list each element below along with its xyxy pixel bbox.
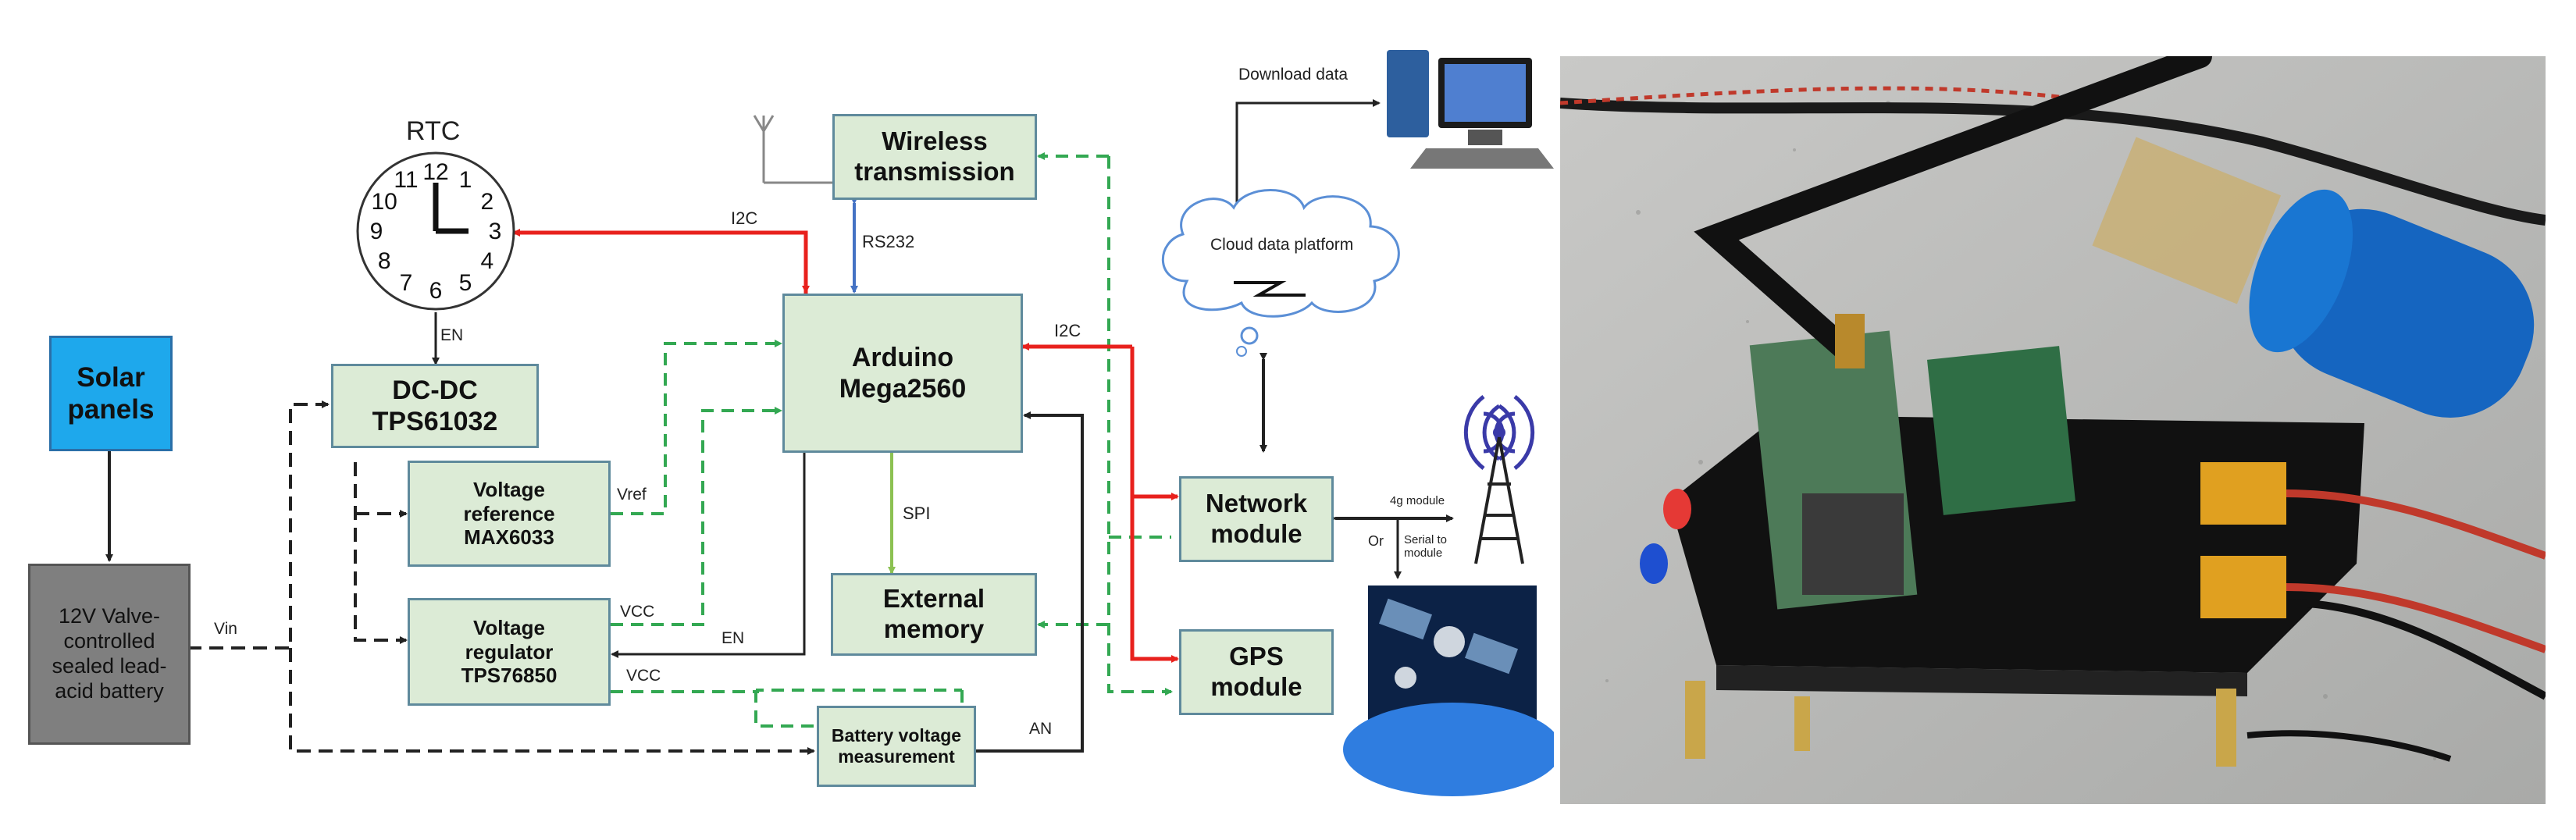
clock-number: 9 xyxy=(370,219,383,244)
clock-number: 3 xyxy=(489,219,502,244)
4g-module-label: 4g module xyxy=(1390,494,1445,507)
cloud-icon xyxy=(1161,189,1400,357)
computer-icon xyxy=(1387,50,1554,169)
clock-number: 11 xyxy=(394,167,418,193)
clock-number: 12 xyxy=(422,159,448,185)
vref-label: Vref xyxy=(617,486,647,504)
clock-number: 8 xyxy=(378,248,391,274)
clock-number: 2 xyxy=(480,189,493,215)
voltage-reference-block: Voltage reference MAX6033 xyxy=(408,461,611,567)
rtc-clock-icon xyxy=(356,151,515,311)
i2c-network-label: I2C xyxy=(1054,321,1081,340)
download-label: Download data xyxy=(1238,66,1349,84)
vcc1-label: VCC xyxy=(620,603,655,621)
an-label: AN xyxy=(1029,720,1053,738)
vin-label: Vin xyxy=(214,620,237,638)
battery-measurement-block: Battery voltage measurement xyxy=(817,706,976,787)
clock-number: 10 xyxy=(372,189,397,215)
green-power-lines xyxy=(611,152,1173,728)
i2c-rtc-label: I2C xyxy=(731,208,758,228)
satellite-icon xyxy=(1343,586,1554,796)
rtc-label: RTC xyxy=(406,116,461,146)
clock-number: 6 xyxy=(429,278,443,304)
en-regulator-label: EN xyxy=(721,629,745,647)
rs232-label: RS232 xyxy=(862,232,915,251)
download-arrow xyxy=(1235,99,1381,205)
cell-tower-icon xyxy=(1463,395,1535,564)
en-rtc-label: EN xyxy=(440,326,464,344)
serial-label: Serial to module xyxy=(1404,533,1448,560)
arduino-block: Arduino Mega2560 xyxy=(782,294,1023,453)
external-memory-block: External memory xyxy=(831,573,1037,656)
i2c-lines xyxy=(512,229,1179,663)
battery-block: 12V Valve- controlled sealed lead- acid … xyxy=(28,564,191,745)
clock-number: 7 xyxy=(400,270,413,296)
network-module-block: Network module xyxy=(1179,476,1334,562)
pcb-photo xyxy=(1560,56,2546,804)
wireless-block: Wireless transmission xyxy=(832,114,1037,200)
clock-number: 1 xyxy=(459,167,472,193)
dcdc-block: DC-DC TPS61032 xyxy=(331,364,539,448)
gps-module-block: GPS module xyxy=(1179,629,1334,715)
or-label: Or xyxy=(1368,533,1384,549)
vcc2-label: VCC xyxy=(626,667,661,685)
voltage-regulator-block: Voltage regulator TPS76850 xyxy=(408,598,611,706)
antenna-icon xyxy=(753,115,836,184)
an-line xyxy=(976,411,1084,753)
solar-panels-block: Solar panels xyxy=(49,336,173,451)
cloud-label: Cloud data platform xyxy=(1210,236,1354,254)
spi-label: SPI xyxy=(903,504,931,523)
clock-number: 4 xyxy=(480,248,493,274)
clock-number: 5 xyxy=(459,270,472,296)
dcdc-outputs xyxy=(354,462,408,644)
vin-power-bus xyxy=(187,400,815,755)
arduino-en-line xyxy=(611,453,806,658)
